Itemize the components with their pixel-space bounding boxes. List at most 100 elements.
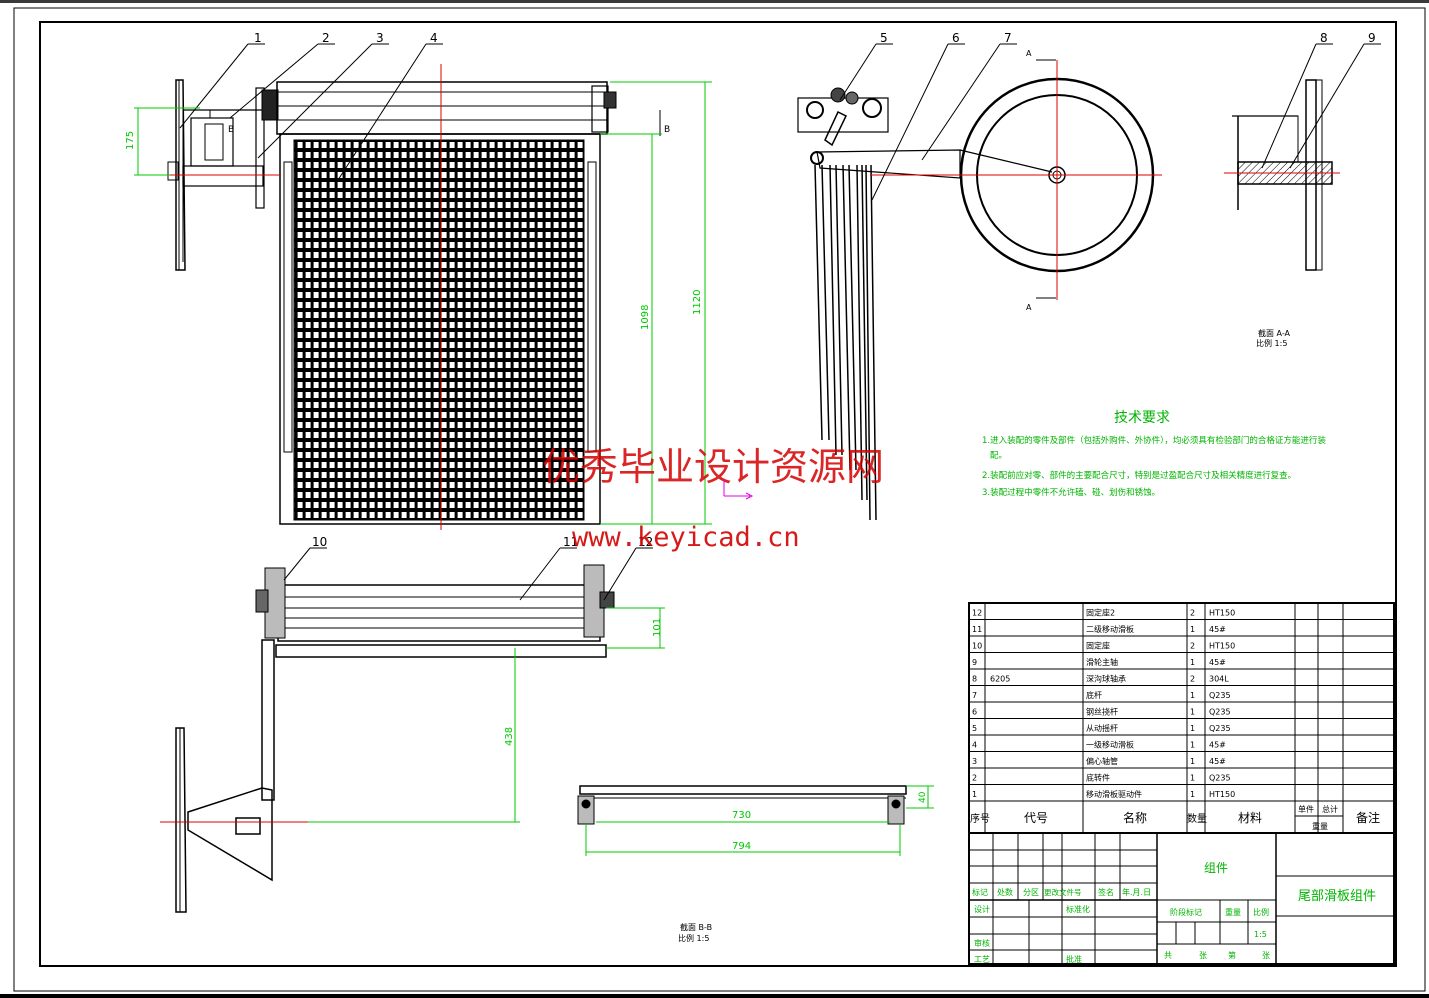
plate-view	[577, 785, 907, 825]
bom-cell-material: HT150	[1209, 790, 1235, 799]
bom-cell-name: 移动滑板驱动件	[1086, 789, 1142, 799]
bom-header-unit-weight: 单件	[1298, 804, 1314, 814]
part-label-9: 9	[1368, 31, 1376, 45]
bom-table-grid	[968, 602, 1395, 834]
dimension-175	[134, 107, 200, 176]
bom-cell-material: 45#	[1209, 658, 1226, 667]
bom-cell-material: Q235	[1209, 774, 1231, 783]
dim-730-text: 730	[732, 810, 751, 821]
tb-page-of: 张	[1262, 951, 1270, 960]
bom-header-weight: 重量	[1312, 821, 1328, 831]
section-aa-view	[1232, 79, 1333, 271]
tb-sheets: 共	[1164, 951, 1172, 960]
bom-cell-material: 45#	[1209, 757, 1226, 766]
tech-req-item-2: 2.装配前应对零、部件的主要配合尺寸，特别是过盈配合尺寸及相关精度进行复查。	[982, 470, 1296, 481]
bom-cell-material: 45#	[1209, 625, 1226, 634]
tb-stage-mark: 阶段标记	[1170, 907, 1202, 917]
bom-cell-no: 4	[972, 741, 977, 750]
bom-cell-material: Q235	[1209, 691, 1231, 700]
bom-cell-qty: 1	[1190, 625, 1195, 634]
bom-cell-no: 8	[972, 675, 977, 684]
bom-cell-material: HT150	[1209, 642, 1235, 651]
tech-req-title: 技术要求	[1114, 410, 1170, 426]
dimension-height	[600, 81, 712, 525]
dimension-730-794	[585, 785, 934, 856]
tb-sign: 签名	[1098, 887, 1114, 897]
part-label-11: 11	[563, 535, 578, 549]
top-view-leaders	[283, 547, 653, 601]
front-view-centerlines	[160, 64, 442, 530]
section-bb-scale: 比例 1:5	[678, 933, 709, 943]
bom-header-remark: 备注	[1356, 810, 1380, 825]
bom-cell-qty: 1	[1190, 757, 1195, 766]
dim-794-text: 794	[732, 841, 751, 852]
front-view	[167, 79, 617, 525]
bom-cell-name: 钢丝挠杆	[1086, 707, 1118, 717]
tb-sheet-of: 张	[1199, 951, 1207, 960]
tb-design: 设计	[974, 904, 990, 914]
bom-cell-qty: 1	[1190, 774, 1195, 783]
bom-header: 序号 代号 名称 数量 材料 单件 总计 重量 备注	[970, 804, 1380, 831]
watermark-cn: 优秀毕业设计资源网	[542, 445, 884, 489]
section-bb-title: 截面 B-B	[680, 922, 712, 932]
bom-cell-no: 2	[972, 774, 977, 783]
tech-req-item-3: 3.装配过程中零件不允许磕、碰、划伤和锈蚀。	[982, 487, 1160, 498]
magenta-arrow-icon	[723, 480, 754, 500]
tb-standardize: 标准化	[1066, 904, 1090, 914]
bom-cell-no: 12	[972, 609, 982, 618]
part-label-6: 6	[952, 31, 960, 45]
part-label-10: 10	[312, 535, 327, 549]
part-label-8: 8	[1320, 31, 1328, 45]
bom-cell-qty: 1	[1190, 790, 1195, 799]
bom-cell-qty: 1	[1190, 741, 1195, 750]
bom-header-total-weight: 总计	[1322, 804, 1338, 814]
part-label-2: 2	[322, 31, 330, 45]
inner-border	[39, 21, 1397, 967]
tb-scale-value: 1:5	[1254, 930, 1267, 939]
tb-mark: 标记	[972, 887, 988, 897]
section-mark-b-right: B	[664, 125, 670, 135]
tb-weight: 重量	[1225, 907, 1241, 917]
bom-cell-name: 底杆	[1086, 690, 1102, 700]
part-label-3: 3	[376, 31, 384, 45]
section-aa-scale: 比例 1:5	[1256, 338, 1287, 348]
bom-cell-qty: 1	[1190, 658, 1195, 667]
tb-process: 工艺	[974, 955, 990, 964]
bom-cell-no: 9	[972, 658, 977, 667]
tech-req-item-1b: 配。	[990, 451, 1007, 461]
tb-doc-no: 更改文件号	[1044, 887, 1082, 897]
part-label-4: 4	[430, 31, 438, 45]
bom-cell-qty: 2	[1190, 609, 1195, 618]
bom-cell-qty: 2	[1190, 675, 1195, 684]
bom-header-qty: 数量	[1187, 812, 1207, 825]
bom-cell-name: 滑轮主轴	[1086, 657, 1118, 667]
front-view-leaders	[179, 43, 443, 181]
title-block-grid	[968, 832, 1395, 965]
bom-cell-qty: 1	[1190, 708, 1195, 717]
bom-cell-no: 7	[972, 691, 977, 700]
tb-page: 第	[1228, 950, 1236, 960]
bom-cell-name: 深沟球轴承	[1086, 674, 1126, 684]
top-view	[175, 564, 615, 913]
part-label-5: 5	[880, 31, 888, 45]
bom-cell-name: 二级移动滑板	[1086, 624, 1134, 634]
section-mark-b-left: B	[228, 125, 234, 135]
watermark-url: www.keyicad.cn	[572, 522, 800, 553]
section-aa-title: 截面 A-A	[1258, 328, 1291, 338]
bom-cell-material: HT150	[1209, 609, 1235, 618]
part-label-1: 1	[254, 31, 262, 45]
bom-cell-qty: 1	[1190, 691, 1195, 700]
bom-cell-material: Q235	[1209, 708, 1231, 717]
bom-cell-qty: 2	[1190, 642, 1195, 651]
dim-101-text: 101	[652, 618, 663, 637]
bom-cell-material: 45#	[1209, 741, 1226, 750]
tb-date: 年.月.日	[1122, 887, 1151, 897]
tb-zone: 分区	[1023, 888, 1039, 897]
bom-cell-no: 5	[972, 724, 977, 733]
title-block-text: 标记 处数 分区 更改文件号 签名 年.月.日 设计 标准化 审核 工艺 批准 …	[972, 861, 1376, 964]
bom-cell-qty: 1	[1190, 724, 1195, 733]
section-aa-leaders	[1261, 43, 1381, 169]
window-top-bar	[0, 0, 1429, 3]
